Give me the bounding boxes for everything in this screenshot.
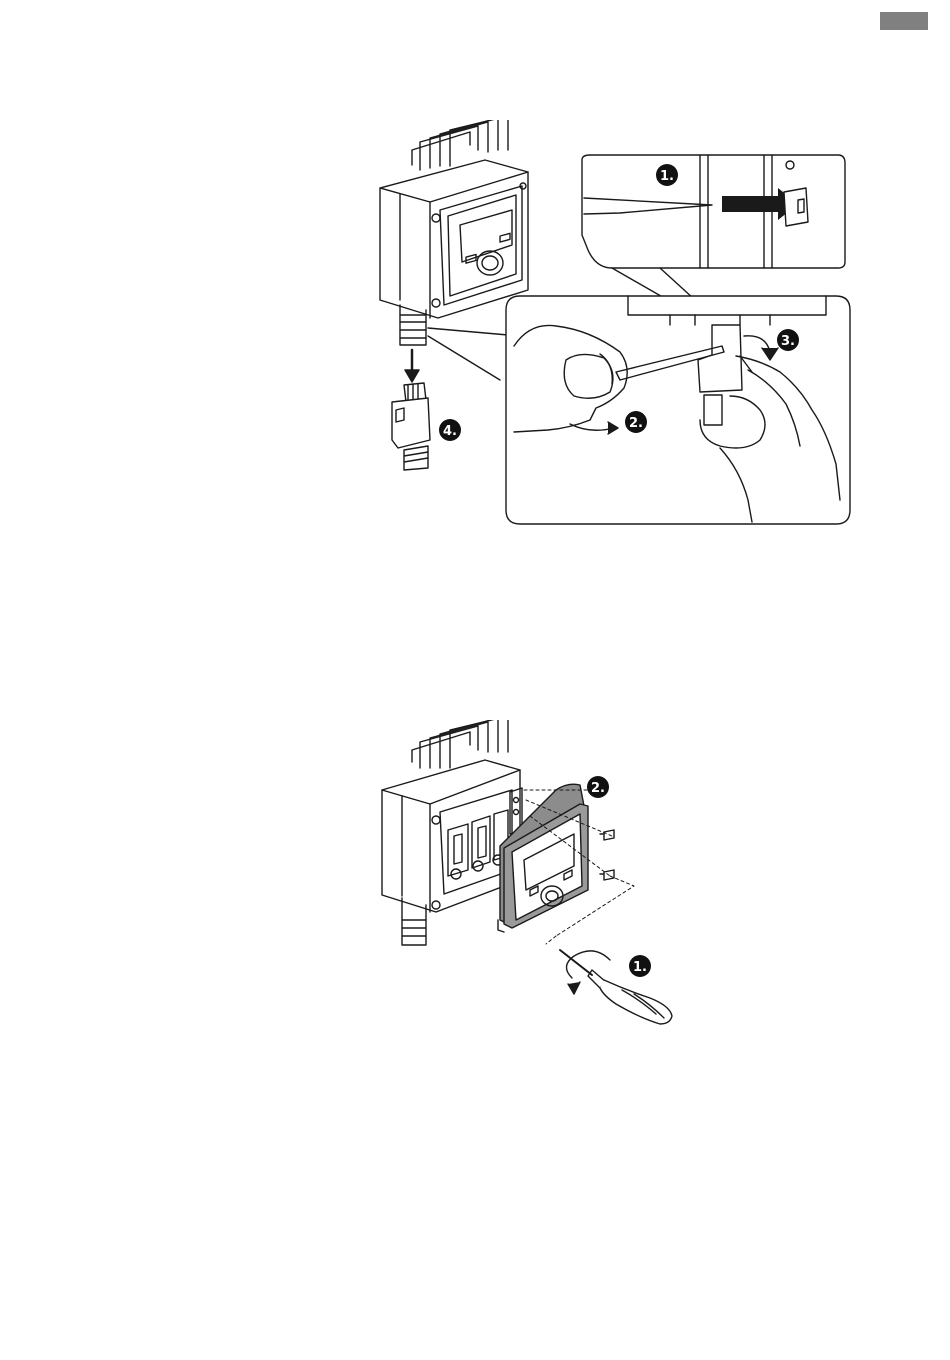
screwdriver — [560, 950, 672, 1024]
cover-screw-lower — [600, 870, 614, 880]
step-badge-2: 2. — [625, 411, 647, 433]
step-label: 1. — [633, 960, 647, 975]
step-label: 4. — [443, 424, 457, 439]
step-label: 3. — [781, 334, 795, 349]
cover-screw-upper — [600, 830, 614, 840]
step-badge-1: 1. — [629, 955, 651, 977]
step-badge-1: 1. — [656, 164, 678, 186]
page-section-tab — [880, 12, 928, 30]
step-badge-2: 2. — [587, 776, 609, 798]
step-label: 1. — [660, 169, 674, 184]
step-label: 2. — [591, 781, 605, 796]
sensor-plug-removal-illustration: 1. 2. 3. 4. — [0, 120, 950, 540]
electronic-module — [380, 120, 528, 318]
step-label: 2. — [629, 416, 643, 431]
detail-panel-hands — [506, 296, 850, 524]
sensor-plug — [392, 383, 430, 470]
step-badge-4: 4. — [439, 419, 461, 441]
detail-panel-latch — [582, 155, 845, 268]
display-cover-removal-illustration: 1. 2. — [0, 720, 950, 1040]
pull-down-arrow — [405, 350, 419, 382]
step-badge-3: 3. — [777, 329, 799, 351]
